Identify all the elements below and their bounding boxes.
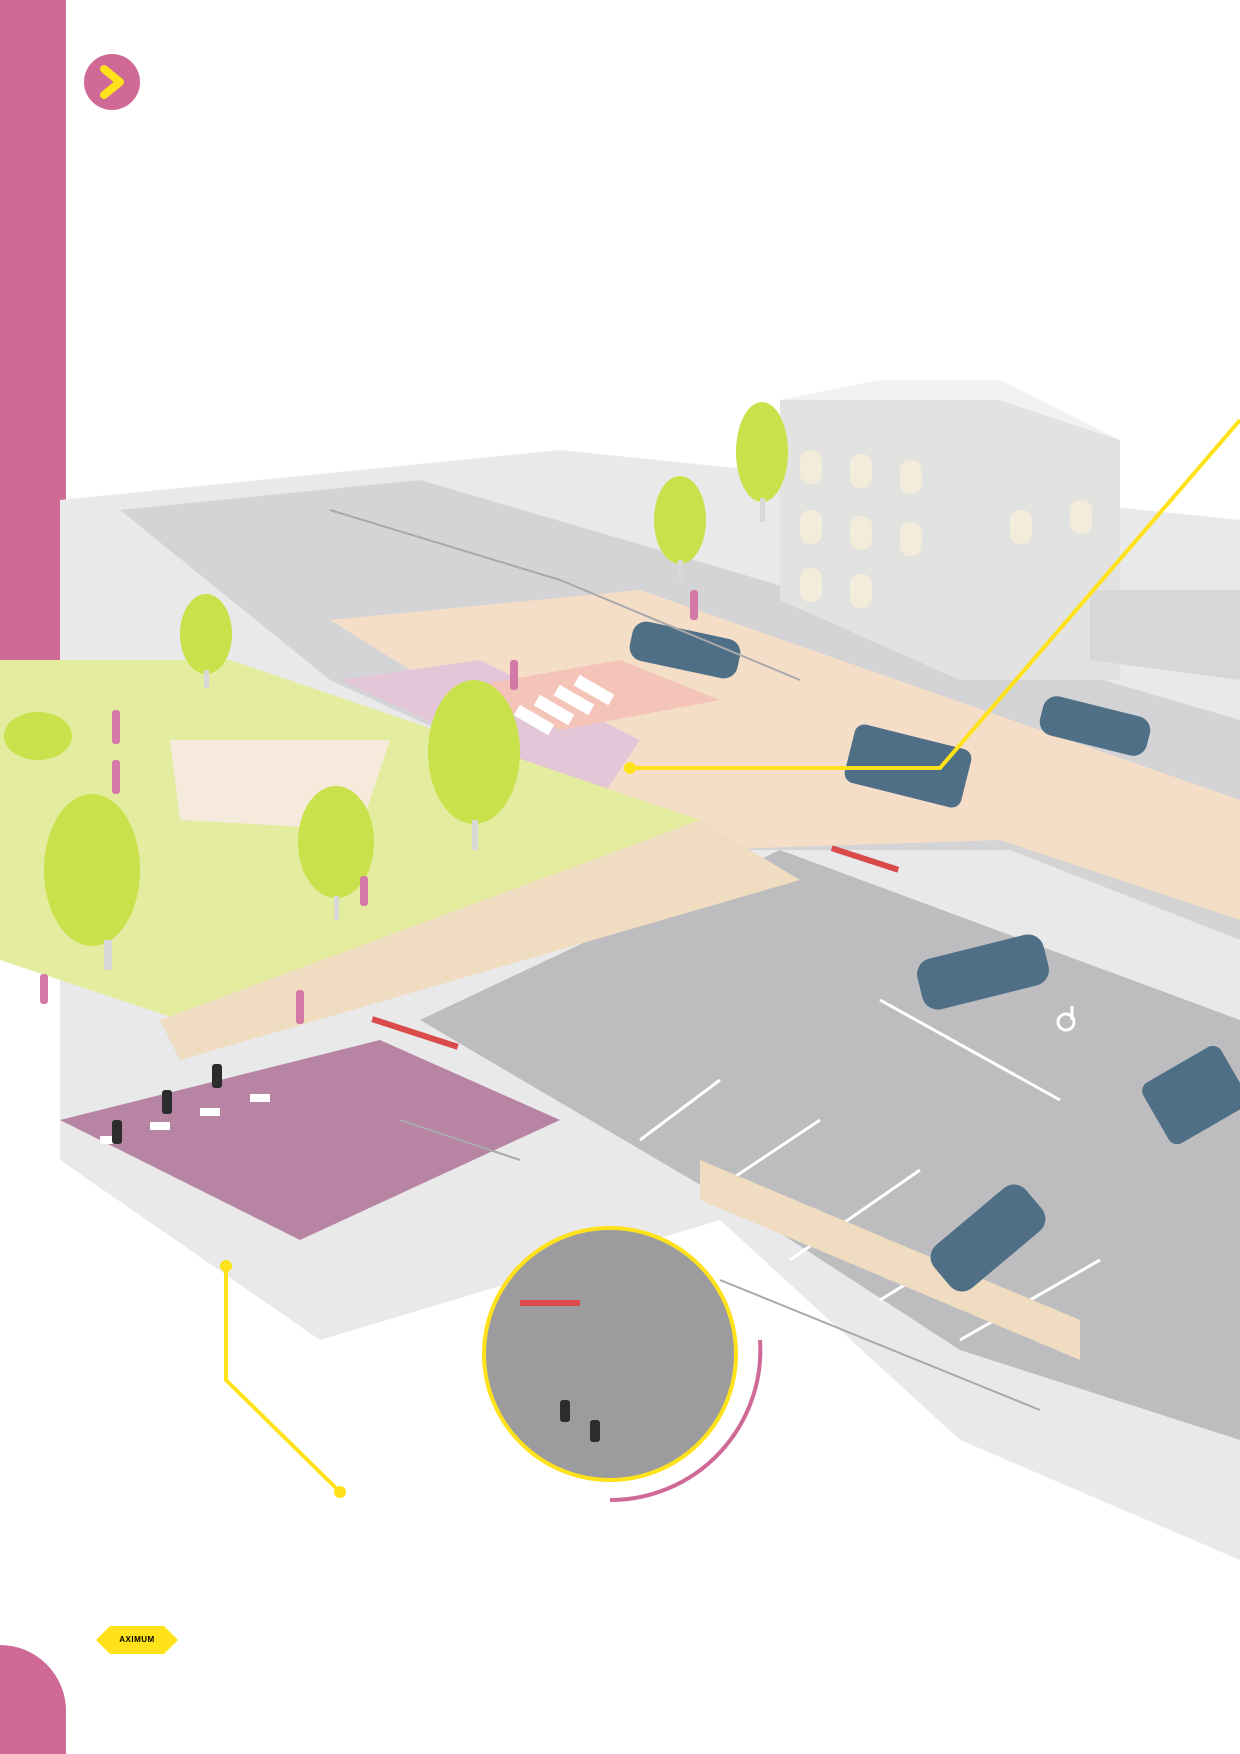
trees: [4, 402, 788, 946]
inset-pink-arc: [609, 1339, 763, 1503]
aximum-logo: AXIMUM: [96, 1626, 178, 1654]
bollards: [112, 1064, 222, 1144]
wheelchair-icon: [1056, 1006, 1076, 1032]
entry-purple-zone: [60, 1040, 560, 1240]
logo-text: AXIMUM: [119, 1635, 155, 1644]
callout-dot-icon: [624, 762, 636, 774]
fences: [329, 509, 1041, 1411]
paving-border: [160, 820, 800, 1060]
paving-border-right: [700, 1160, 1080, 1360]
people: [40, 590, 698, 1024]
callout-lines: [224, 418, 1240, 1494]
barriers: [371, 845, 900, 1050]
tree-trunks: [104, 498, 765, 970]
callout-dot-icon: [334, 1486, 346, 1498]
entry-dashes: [100, 1094, 270, 1144]
crosswalk: [513, 674, 615, 736]
parking-lot: [420, 850, 1240, 1440]
sidebar-accent-top: [0, 0, 66, 700]
callout-dot-icon: [220, 1260, 232, 1272]
chevron-right-icon: [84, 54, 140, 110]
urban-scene-illustration: [0, 380, 1240, 1560]
building: [780, 380, 1240, 680]
inset-detail-circle: [482, 1226, 738, 1482]
sidebar-accent-bottom: [0, 1645, 66, 1754]
